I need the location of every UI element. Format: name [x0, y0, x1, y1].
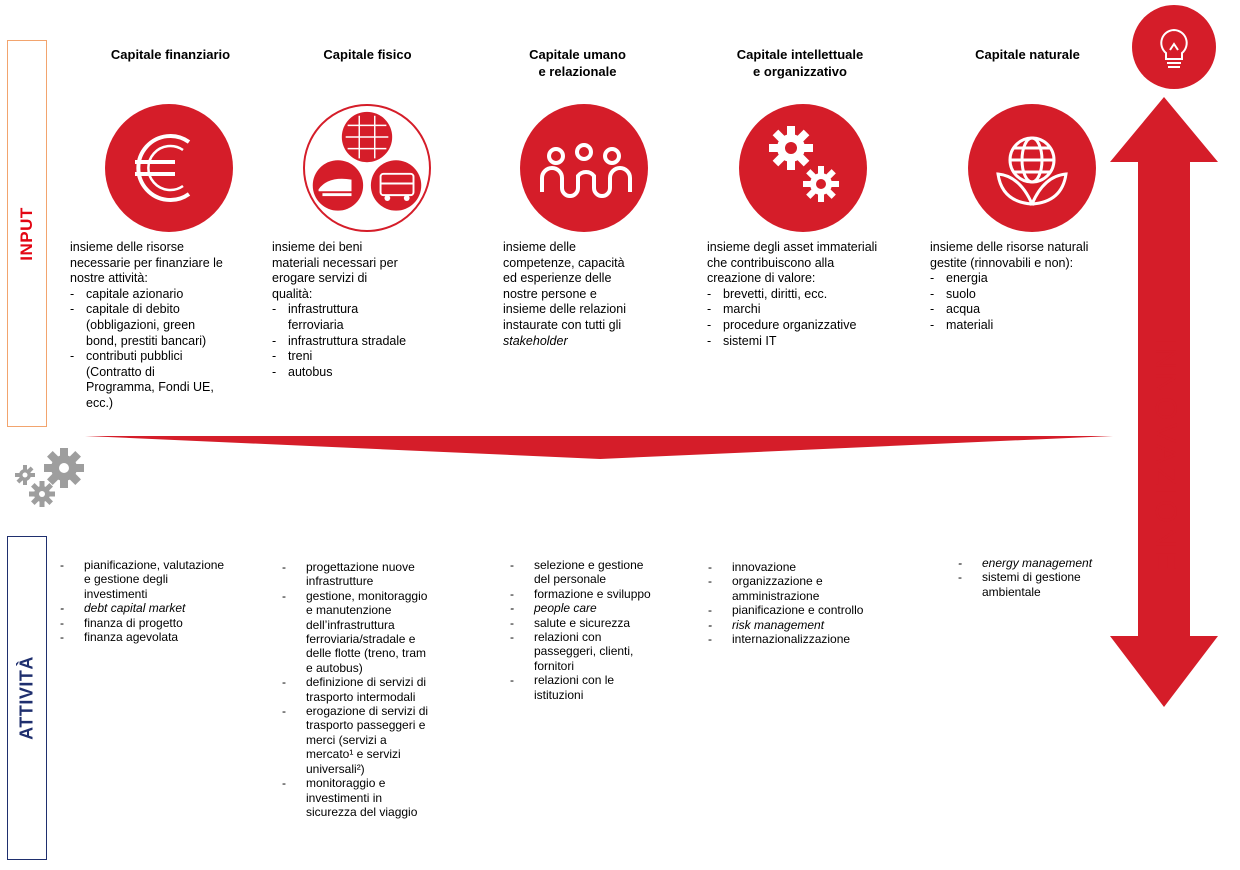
- input-item: marchi: [707, 302, 907, 318]
- input-item: autobus: [272, 365, 462, 381]
- transport-icon: [303, 104, 431, 232]
- lightbulb-circle: [1132, 5, 1216, 89]
- activity-item: people care: [510, 601, 685, 616]
- activity-item: internazionalizzazione: [708, 632, 908, 647]
- people-icon: [520, 104, 648, 232]
- input-item: capitale di debito(obbligazioni, greenbo…: [70, 302, 260, 349]
- activity-item: finanza di progetto: [60, 616, 260, 631]
- input-item: suolo: [930, 287, 1130, 303]
- input-item: acqua: [930, 302, 1130, 318]
- activity-item: debt capital market: [60, 601, 260, 616]
- input-item: contributi pubblici(Contratto diProgramm…: [70, 349, 260, 411]
- gears-icon: [739, 104, 867, 232]
- input-item: procedure organizzative: [707, 318, 907, 334]
- input-item: materiali: [930, 318, 1130, 334]
- innovation-arrow: [1110, 5, 1218, 707]
- activities-naturale: energy management sistemi di gestioneamb…: [958, 556, 1108, 599]
- input-box: INPUT: [7, 40, 47, 427]
- activity-item: formazione e sviluppo: [510, 587, 685, 602]
- activity-item: finanza agevolata: [60, 630, 260, 645]
- input-item: capitale azionario: [70, 287, 260, 303]
- title-finanziario: Capitale finanziario: [110, 47, 231, 62]
- lightbulb-icon: [1160, 28, 1188, 68]
- input-item: brevetti, diritti, ecc.: [707, 287, 907, 303]
- innovation-label: INNOVAZIONE: [1149, 336, 1182, 574]
- activity-item: innovazione: [708, 560, 908, 575]
- input-item: sistemi IT: [707, 334, 907, 350]
- title-naturale: Capitale naturale: [975, 47, 1080, 62]
- attivita-box: ATTIVITÀ: [7, 536, 47, 860]
- euro-icon: [105, 104, 233, 232]
- activity-item: risk management: [708, 618, 908, 633]
- process-gears-icon: [15, 448, 84, 507]
- title-fisico: Capitale fisico: [323, 47, 412, 62]
- activities-intellettuale: innovazione organizzazione eamministrazi…: [708, 560, 908, 647]
- input-item: infrastruttura stradale: [272, 334, 462, 350]
- globe-leaves-icon: [968, 104, 1096, 232]
- activity-item: pianificazione e controllo: [708, 603, 908, 618]
- separator-band: [85, 436, 1113, 459]
- activity-item: energy management: [958, 556, 1108, 571]
- input-item: treni: [272, 349, 462, 365]
- activity-item: salute e sicurezza: [510, 616, 685, 631]
- double-arrow: [1110, 97, 1218, 707]
- input-item: energia: [930, 271, 1130, 287]
